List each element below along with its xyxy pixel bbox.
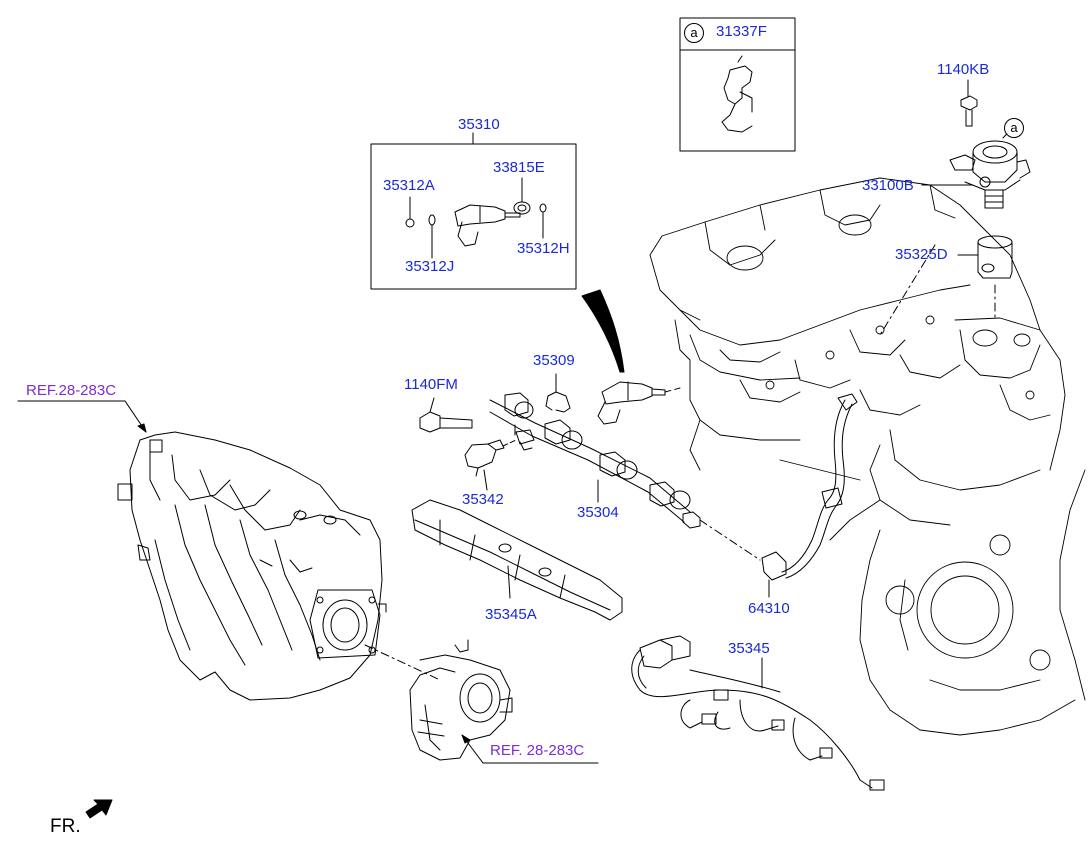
box-35310	[370, 132, 577, 290]
engine-block	[649, 177, 1086, 736]
part-label-35309[interactable]: 35309	[533, 352, 575, 369]
part-label-33815E[interactable]: 33815E	[493, 159, 545, 176]
pump-lifter	[957, 235, 1013, 321]
ref-leader-bottom	[461, 734, 599, 764]
callout-marker-box: a	[684, 23, 704, 43]
part-label-35345[interactable]: 35345	[728, 640, 770, 657]
pointer-arrow	[581, 289, 625, 373]
bolt-1140FM	[419, 397, 473, 433]
part-label-35312H[interactable]: 35312H	[517, 240, 570, 257]
callout-marker-pump: a	[1004, 118, 1024, 138]
part-label-35342[interactable]: 35342	[462, 491, 504, 508]
reference-label-bottom[interactable]: REF. 28-283C	[490, 742, 585, 759]
intake-manifold	[17, 400, 387, 701]
leader-manifold-throttle	[364, 644, 441, 681]
part-label-31337F[interactable]: 31337F	[716, 23, 767, 40]
box-31337F	[679, 17, 796, 152]
part-label-64310[interactable]: 64310	[748, 600, 790, 617]
fuel-line	[699, 393, 858, 598]
part-label-35312J[interactable]: 35312J	[405, 258, 455, 275]
clip-35309	[545, 373, 571, 413]
part-label-35304[interactable]: 35304	[577, 504, 619, 521]
part-label-35325D[interactable]: 35325D	[895, 246, 948, 263]
pressure-sensor	[464, 439, 517, 491]
direction-indicator-text: FR.	[50, 816, 81, 837]
wiring-harness	[631, 635, 885, 791]
high-pressure-pump	[921, 79, 1031, 209]
part-label-1140FM[interactable]: 1140FM	[404, 376, 458, 393]
part-label-35310[interactable]: 35310	[458, 116, 500, 133]
fuel-rail	[489, 392, 701, 529]
rail-injector	[597, 381, 681, 425]
part-label-1140KB[interactable]: 1140KB	[937, 61, 990, 78]
leader-pump-head	[879, 244, 936, 336]
part-label-35345A[interactable]: 35345A	[485, 606, 537, 623]
rail-cover	[411, 499, 623, 621]
throttle-body	[409, 639, 513, 761]
part-label-35312A[interactable]: 35312A	[383, 177, 435, 194]
part-label-33100B[interactable]: 33100B	[862, 177, 914, 194]
reference-label-top[interactable]: REF.28-283C	[26, 382, 117, 399]
arrow-icon	[85, 799, 113, 819]
